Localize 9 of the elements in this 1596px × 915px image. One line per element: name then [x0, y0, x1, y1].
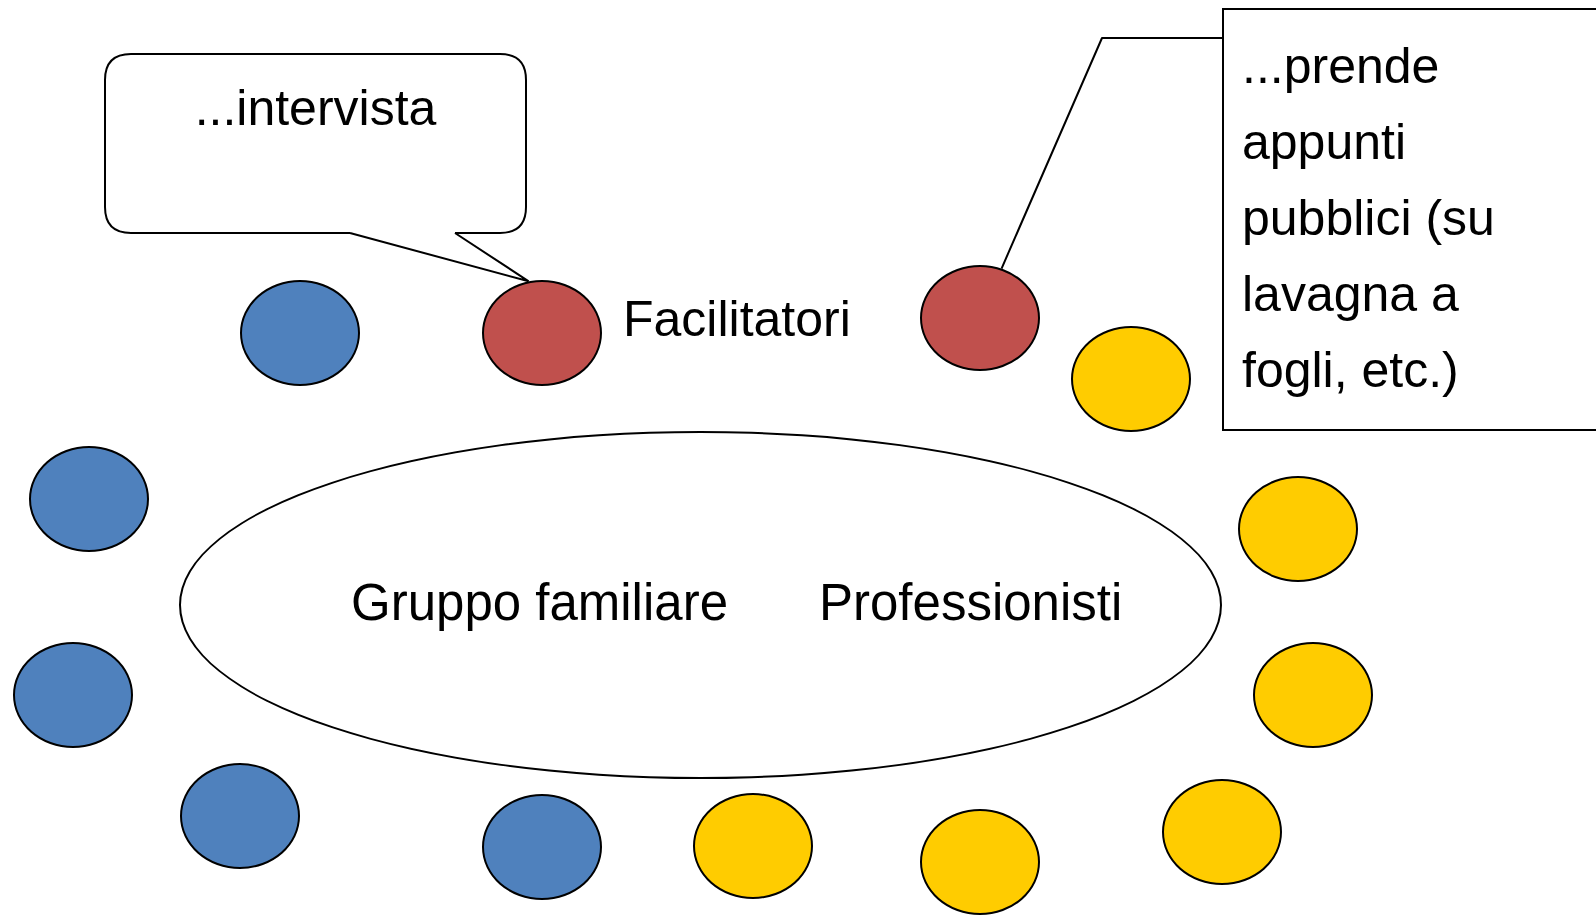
callout-text: ...prende appunti pubblici (su lavagna a fogli, etc.) [1242, 37, 1496, 400]
table-label: Gruppo familiare [351, 573, 728, 632]
callout-box [1222, 8, 1596, 431]
table-label: Professionisti [819, 573, 1123, 632]
speech-bubble [104, 53, 527, 234]
leader-line [1000, 37, 1223, 270]
group-label: Facilitatori [623, 290, 851, 348]
speech-bubble-tail [349, 232, 530, 283]
bubble-text: ...intervista [193, 79, 438, 137]
